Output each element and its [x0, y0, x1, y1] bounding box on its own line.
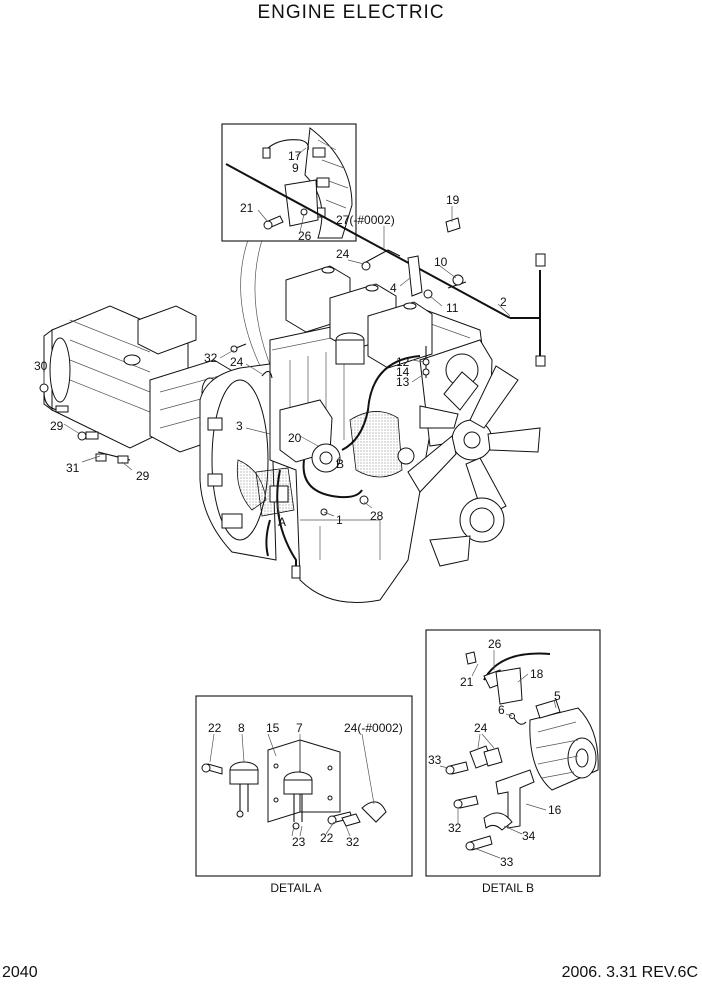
main-callout-25: 1 — [336, 513, 343, 527]
main-callout-12: 24 — [230, 355, 244, 369]
main-callout-23: 28 — [370, 509, 384, 523]
detail-b-callout-1: 18 — [530, 667, 544, 681]
main-callout-3: 26 — [298, 229, 312, 243]
detail-a-callout-3: 7 — [296, 721, 303, 735]
main-callout-14: 12 — [396, 355, 410, 369]
detail-a-callout-5: 23 — [292, 835, 306, 849]
page-number: 2040 — [2, 964, 38, 981]
main-callout-22: 29 — [136, 469, 150, 483]
main-callout-10: 2 — [500, 295, 507, 309]
main-callout-4: 27(-#0002) — [336, 213, 395, 227]
main-callout-1: 9 — [292, 161, 299, 175]
detail-b-callout-9: 34 — [522, 829, 536, 843]
main-callout-6: 24 — [336, 247, 350, 261]
detail-b-callout-8: 32 — [448, 821, 462, 835]
main-callout-5: 19 — [446, 193, 460, 207]
page-title: ENGINE ELECTRIC — [257, 2, 445, 23]
main-callout-8: 4 — [390, 281, 397, 295]
detail-b-callout-3: 5 — [554, 689, 561, 703]
pump-sensors — [39, 383, 131, 464]
leader-lines — [43, 147, 557, 859]
main-callout-9: 11 — [446, 301, 459, 315]
main-callout-24: A — [278, 515, 286, 529]
main-callout-15: 14 — [396, 365, 410, 379]
callouts-detail-b: 26 18 21 5 6 24 33 16 32 34 33 — [428, 637, 562, 869]
main-callout-19: 31 — [66, 461, 80, 475]
detail-b-callout-0: 26 — [488, 637, 502, 651]
detail-a-callout-1: 8 — [238, 721, 245, 735]
main-callout-17: 29 — [50, 419, 64, 433]
main-callout-13: 30 — [34, 359, 48, 373]
main-callout-7: 10 — [434, 255, 448, 269]
detail-b-callout-10: 33 — [500, 855, 514, 869]
detail-a-caption: DETAIL A — [270, 881, 321, 895]
detail-a-callout-7: 32 — [346, 835, 360, 849]
detail-b-callout-5: 24 — [474, 721, 488, 735]
detail-b-callout-6: 33 — [428, 753, 442, 767]
revision-date: 2006. 3.31 REV.6C — [561, 964, 698, 981]
main-callout-21: B — [336, 457, 344, 471]
callouts-detail-a: 22 8 15 7 24(-#0002) 23 22 32 — [208, 721, 403, 849]
main-callout-20: 20 — [288, 431, 302, 445]
detail-a-callout-0: 22 — [208, 721, 222, 735]
detail-b-caption: DETAIL B — [482, 881, 534, 895]
detail-b-callout-7: 16 — [548, 803, 562, 817]
main-callout-18: 3 — [236, 419, 243, 433]
inset-box-top — [221, 123, 511, 319]
detail-a-box — [195, 695, 413, 877]
engine-assembly — [199, 265, 541, 603]
detail-b-callout-4: 6 — [498, 703, 505, 717]
detail-a-callout-4: 24(-#0002) — [344, 721, 403, 735]
detail-a-callout-6: 22 — [320, 831, 334, 845]
main-callout-16: 13 — [396, 375, 410, 389]
detail-b-box — [425, 629, 601, 877]
main-callout-2: 21 — [240, 201, 254, 215]
detail-a-callout-2: 15 — [266, 721, 280, 735]
main-callout-0: 17 — [288, 149, 302, 163]
detail-b-callout-2: 21 — [460, 675, 474, 689]
main-callout-11: 32 — [204, 351, 218, 365]
